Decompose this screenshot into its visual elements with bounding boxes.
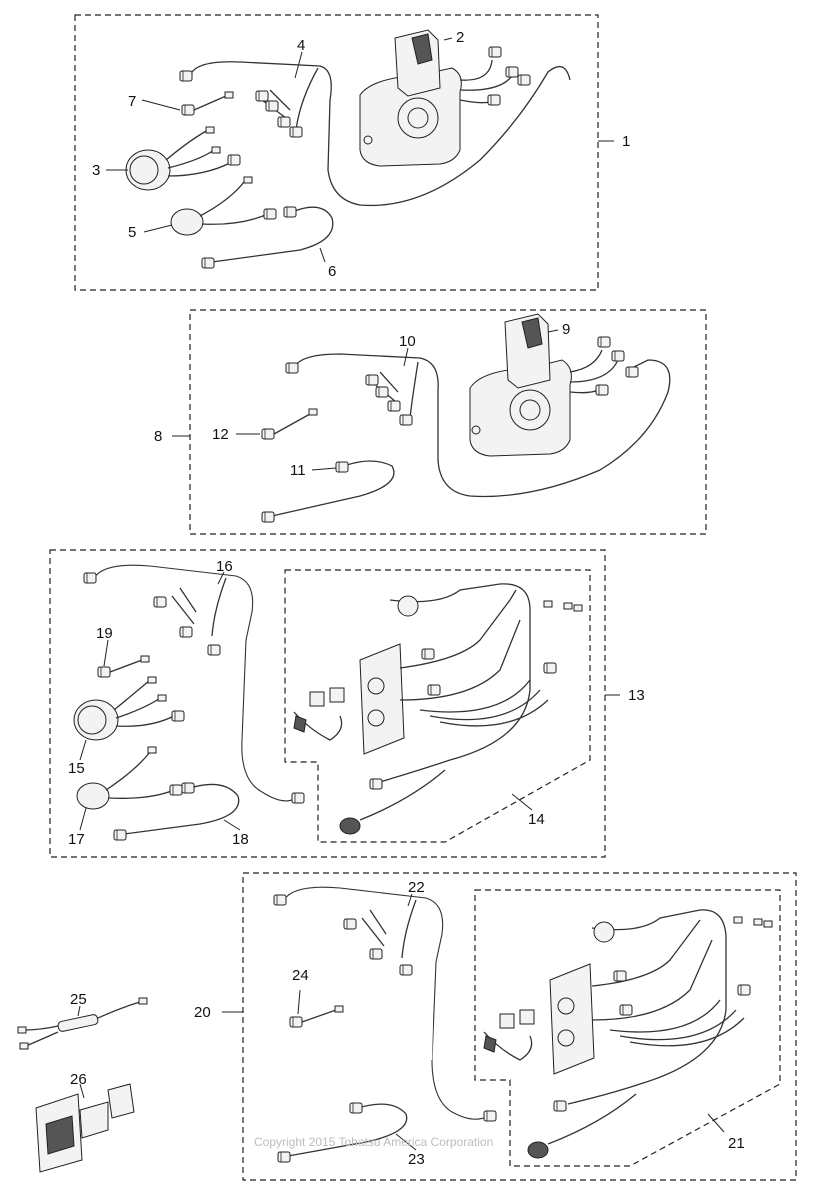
switch-19 xyxy=(97,655,150,678)
callout-25: 25 xyxy=(70,991,87,1008)
callout-21: 21 xyxy=(728,1135,745,1152)
callout-23: 23 xyxy=(408,1151,425,1168)
callout-1: 1 xyxy=(622,133,630,150)
main-harness-22 xyxy=(273,886,497,1122)
switch-12 xyxy=(261,408,318,440)
callout-19: 19 xyxy=(96,625,113,642)
remote-control-box-9 xyxy=(469,313,625,457)
extension-cable-11 xyxy=(261,460,395,523)
extension-cable-6 xyxy=(201,206,334,269)
main-harness-10 xyxy=(285,353,671,498)
section-14-boundary xyxy=(284,569,591,843)
section-8-boundary xyxy=(189,309,707,535)
gauge-3 xyxy=(125,126,241,191)
remote-control-box-2 xyxy=(359,29,519,167)
callout-7: 7 xyxy=(128,93,136,110)
section-21-boundary xyxy=(474,889,781,1167)
part-25-fuse-harness: 25 xyxy=(17,991,148,1050)
callout-22: 22 xyxy=(408,879,425,896)
callout-15: 15 xyxy=(68,760,85,777)
switch-7 xyxy=(181,91,234,116)
section-8-remote-control-kit: 9 10 12 11 8 xyxy=(154,309,707,535)
copyright-watermark: Copyright 2015 Tohatsu America Corporati… xyxy=(254,1135,493,1149)
section-20-boundary xyxy=(242,872,797,1181)
gauge-15 xyxy=(73,676,185,741)
callout-18: 18 xyxy=(232,831,249,848)
switch-24 xyxy=(289,1005,344,1028)
callout-5: 5 xyxy=(128,224,136,241)
main-harness-4 xyxy=(179,61,571,207)
callout-2: 2 xyxy=(456,29,464,46)
main-harness-16 xyxy=(83,564,305,804)
callout-17: 17 xyxy=(68,831,85,848)
part-26-switch-panel: 26 xyxy=(35,1071,135,1173)
callout-10: 10 xyxy=(399,333,416,350)
callout-8: 8 xyxy=(154,428,162,445)
callout-13: 13 xyxy=(628,687,645,704)
extension-cable-23 xyxy=(277,1102,408,1163)
callout-14: 14 xyxy=(528,811,545,828)
callout-20: 20 xyxy=(194,1004,211,1021)
callout-4: 4 xyxy=(297,37,305,54)
callout-6: 6 xyxy=(328,263,336,280)
callout-12: 12 xyxy=(212,426,229,443)
panel-harness-14 xyxy=(293,583,583,835)
section-1-boundary xyxy=(74,14,599,291)
section-13-remote-control-kit: 16 19 15 17 18 14 13 xyxy=(49,549,645,858)
callout-26: 26 xyxy=(70,1071,87,1088)
panel-harness-21 xyxy=(483,909,773,1159)
section-1-remote-control-kit: 2 4 7 3 5 6 1 xyxy=(74,14,630,291)
callout-3: 3 xyxy=(92,162,100,179)
gauge-5 xyxy=(170,176,277,236)
callout-11: 11 xyxy=(290,462,306,479)
callout-24: 24 xyxy=(292,967,309,984)
gauge-17 xyxy=(76,746,183,810)
extension-cable-18 xyxy=(113,782,240,841)
callout-16: 16 xyxy=(216,558,233,575)
section-13-boundary xyxy=(49,549,606,858)
callout-9: 9 xyxy=(562,321,570,338)
section-20-remote-control-kit: 22 24 23 21 20 xyxy=(194,872,797,1181)
